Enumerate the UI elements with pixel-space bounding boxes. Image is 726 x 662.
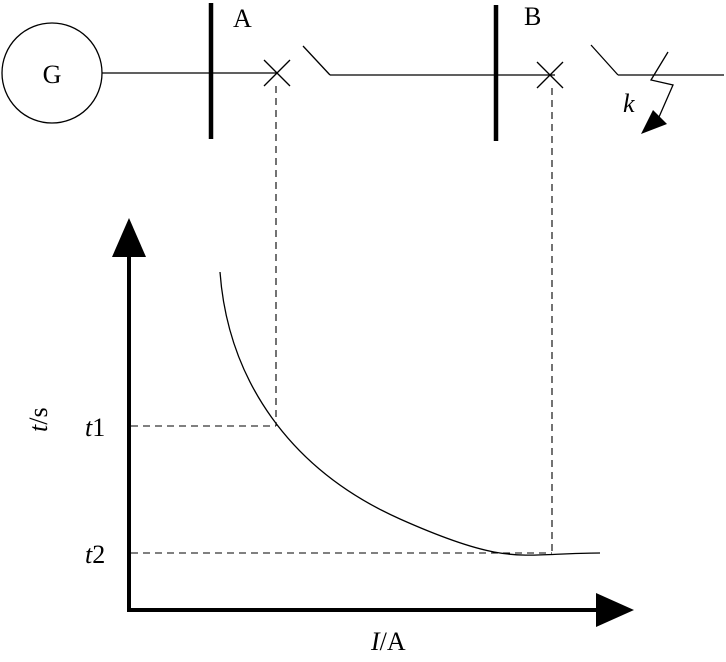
x-axis-arrow-icon — [596, 593, 634, 627]
fault-arrow-icon — [641, 51, 674, 134]
bus-a-label: A — [233, 4, 252, 33]
breaker-b-cross — [536, 61, 564, 89]
breaker-a-cross — [263, 59, 291, 87]
bus-b-label: B — [524, 2, 541, 31]
disconnect-switch-1 — [302, 45, 331, 76]
disconnect-switch-2 — [590, 44, 619, 76]
y-axis-arrow-icon — [112, 218, 146, 257]
generator-label: G — [43, 60, 62, 89]
inverse-time-curve — [219, 271, 601, 556]
time-current-graph: t1 t2 t/s I/A — [24, 218, 634, 656]
y-axis-label: t/s — [24, 407, 53, 432]
fault-label: k — [623, 89, 635, 118]
x-axis-label: I/A — [370, 627, 406, 656]
one-line-diagram: G A B k — [1, 2, 724, 141]
tick-label-t2: t2 — [85, 540, 105, 569]
tick-label-t1: t1 — [85, 413, 105, 442]
